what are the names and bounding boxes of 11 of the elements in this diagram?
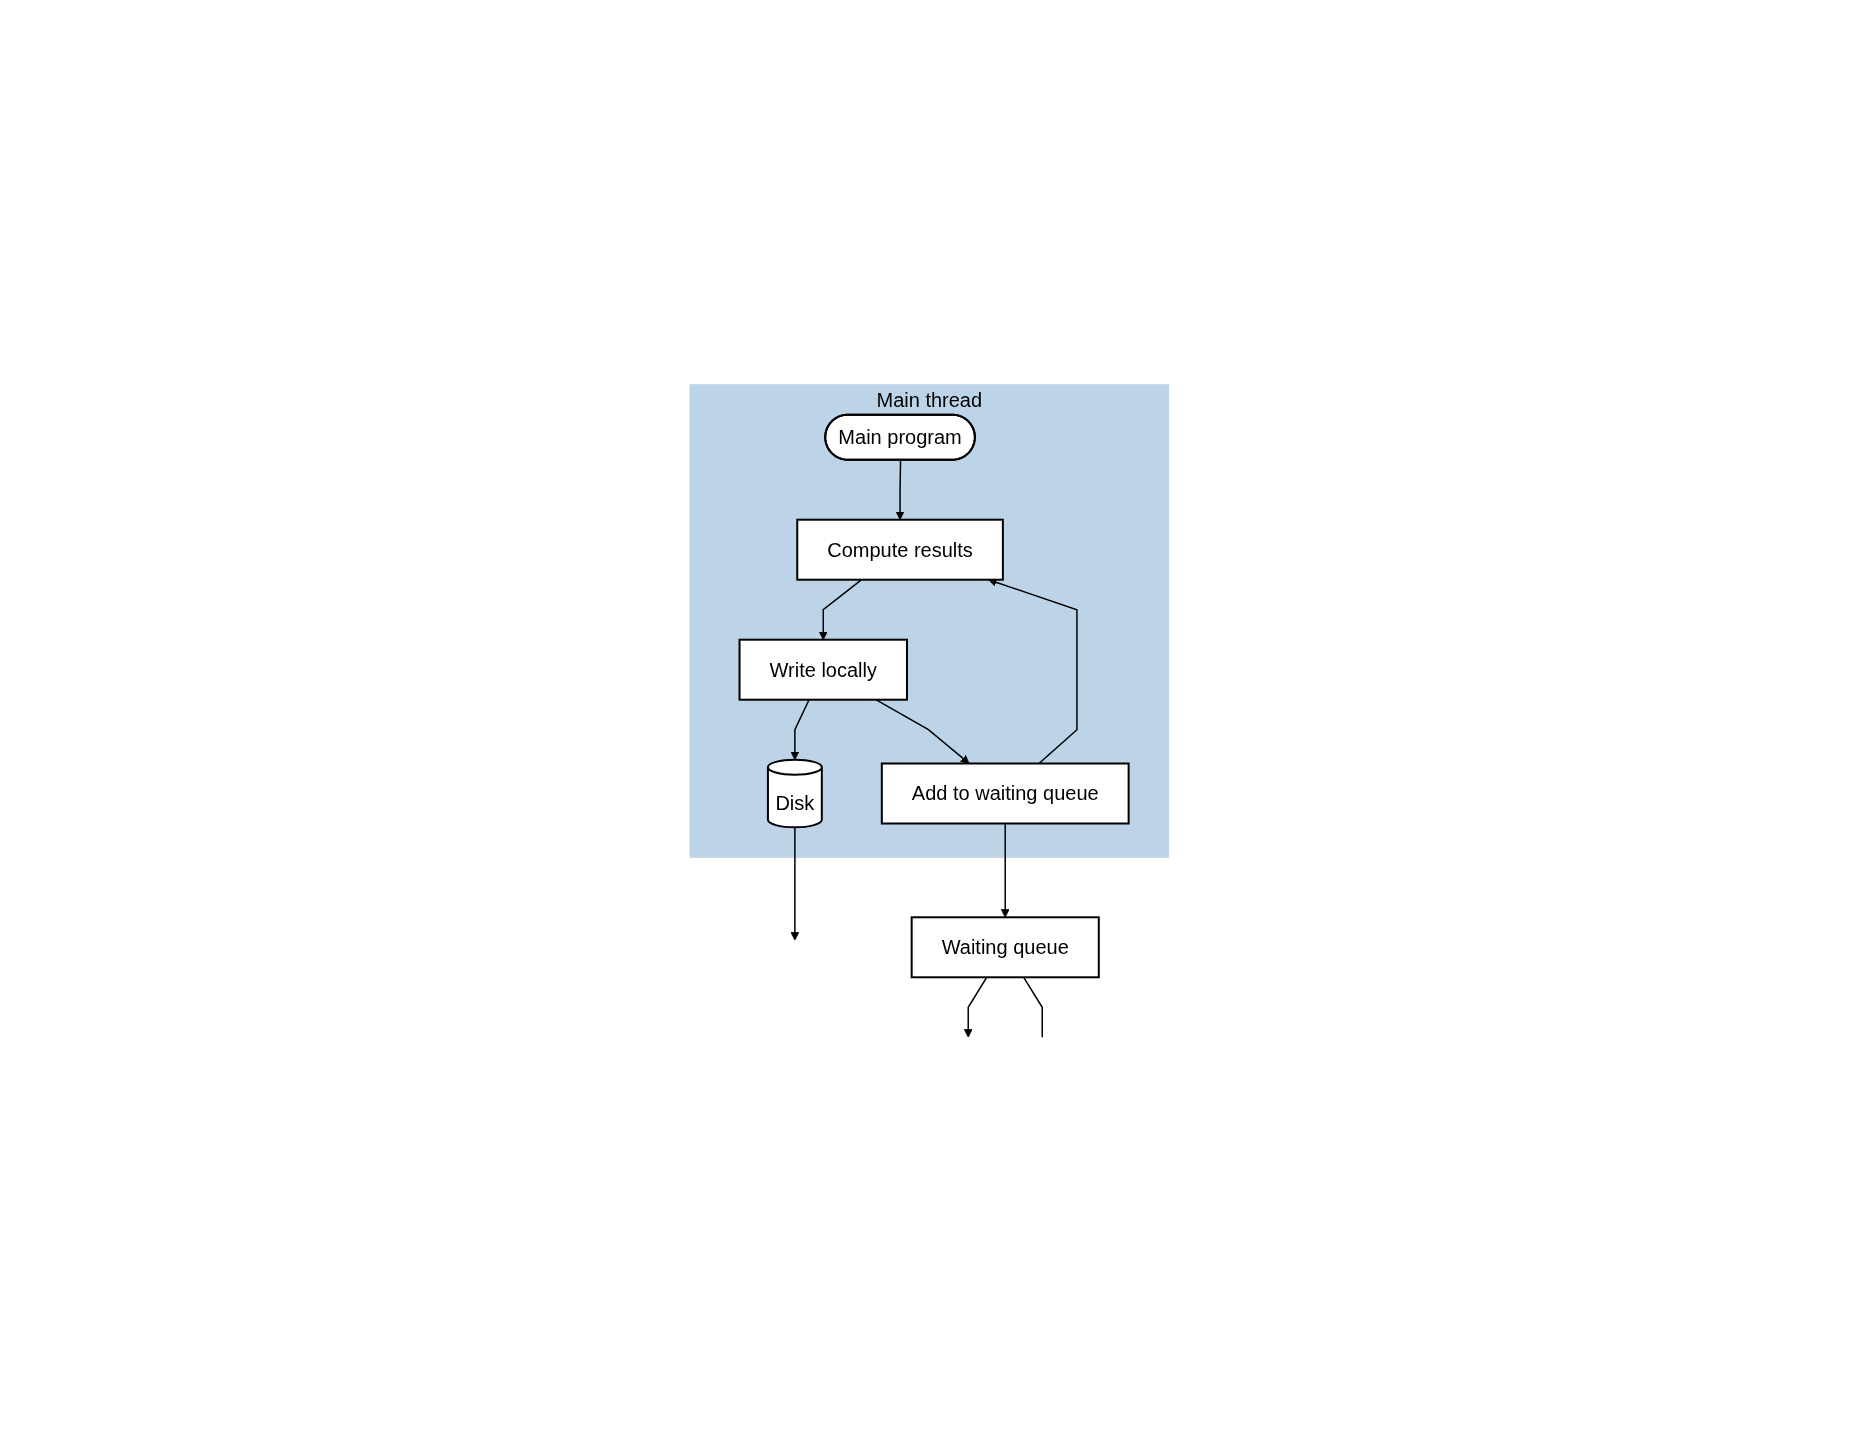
arrow bbox=[819, 578, 863, 640]
arrow bbox=[1001, 822, 1010, 918]
arrow bbox=[790, 698, 810, 760]
arrow bbox=[895, 458, 905, 520]
arrow bbox=[964, 976, 988, 1038]
arrow bbox=[790, 826, 800, 941]
arrow bbox=[875, 698, 970, 764]
node-box: Waiting queue bbox=[910, 915, 1100, 978]
node-box: Add to waiting queue bbox=[881, 762, 1130, 824]
node-box: Compute results bbox=[796, 518, 1005, 581]
node-box: Write locally bbox=[738, 638, 909, 701]
